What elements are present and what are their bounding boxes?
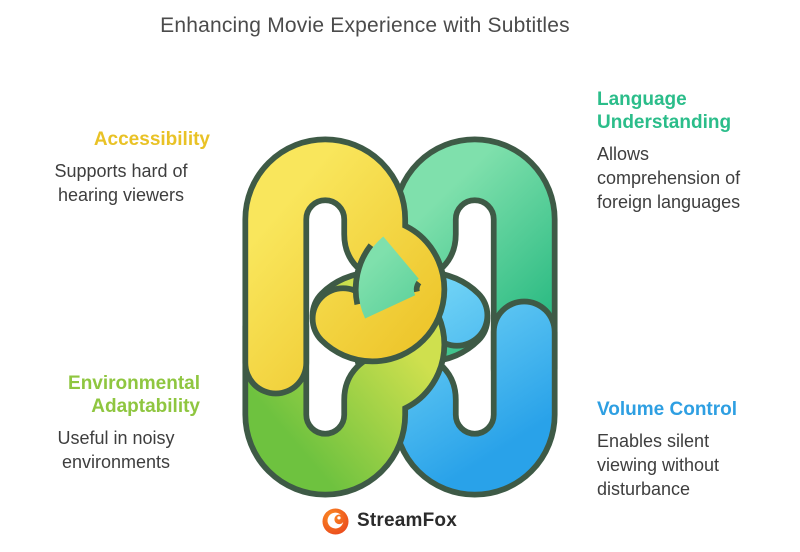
- feature-heading-volume-control: Volume Control: [597, 399, 738, 420]
- knot-diagram: [170, 87, 630, 547]
- feature-block-environmental-adaptability: Environmental Adaptability Useful in noi…: [5, 372, 200, 475]
- brand-logo: StreamFox: [322, 506, 457, 536]
- feature-block-volume-control: Volume Control Enables silent viewing wi…: [597, 398, 792, 501]
- streamfox-logo-icon: [322, 507, 349, 535]
- feature-description-accessibility: Supports hard of hearing viewers: [54, 161, 188, 205]
- page-title: Enhancing Movie Experience with Subtitle…: [160, 14, 570, 37]
- feature-description-volume-control: Enables silent viewing without disturban…: [597, 431, 720, 499]
- knot-svg: [242, 136, 558, 498]
- feature-block-accessibility: Accessibility Supports hard of hearing v…: [10, 128, 210, 208]
- feature-heading-language-understanding: Language Understanding: [597, 89, 732, 134]
- brand-name: StreamFox: [357, 510, 458, 531]
- feature-description-environmental-adaptability: Useful in noisy environments: [57, 428, 175, 473]
- feature-heading-accessibility: Accessibility: [93, 129, 210, 150]
- feature-heading-environmental-adaptability: Environmental Adaptability: [68, 373, 200, 418]
- ribbon-weave-patch: [352, 236, 423, 319]
- feature-description-language-understanding: Allows comprehension of foreign language…: [597, 144, 741, 212]
- feature-block-language-understanding: Language Understanding Allows comprehens…: [597, 88, 792, 215]
